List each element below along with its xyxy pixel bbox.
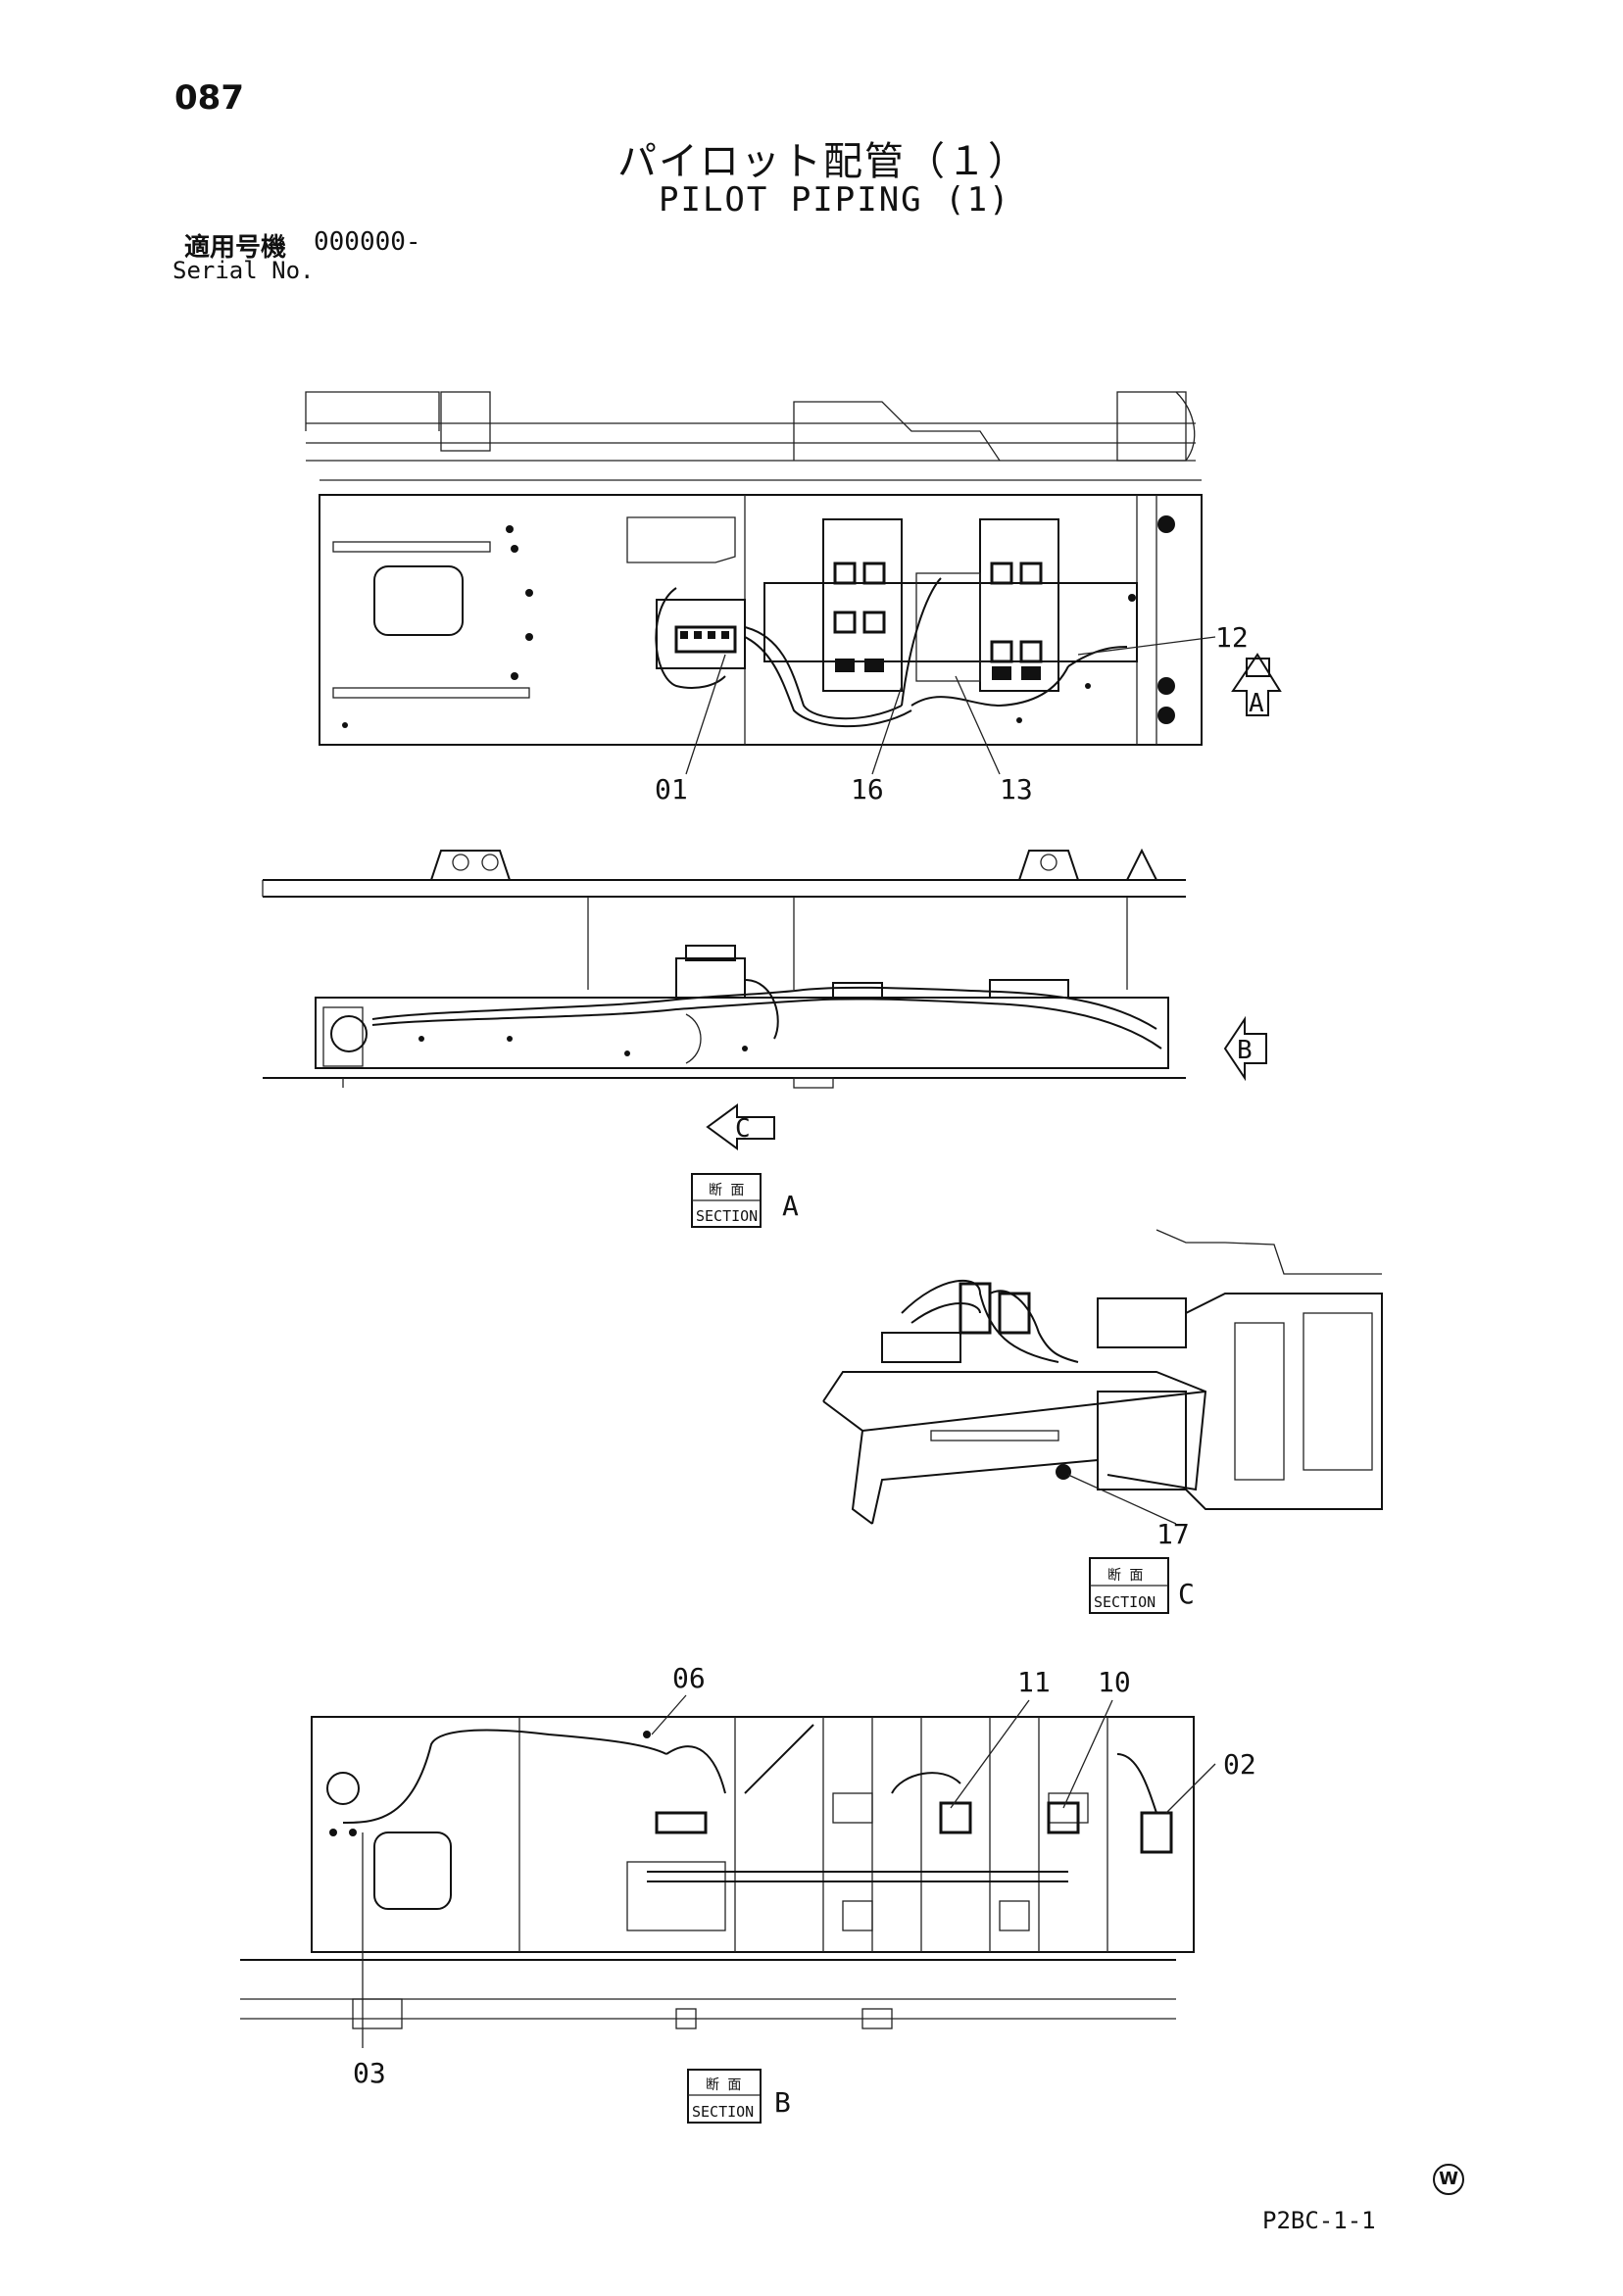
w-circle-mark: W	[1433, 2164, 1464, 2195]
callout-03: 03	[353, 2057, 386, 2089]
callout-16: 16	[851, 773, 884, 806]
section-a-label	[691, 1173, 762, 1228]
view-marker-b: B	[1237, 1036, 1253, 1065]
callout-10: 10	[1098, 1666, 1131, 1698]
section-b-en: SECTION	[692, 2103, 754, 2121]
callout-11: 11	[1017, 1666, 1051, 1698]
section-c-jp: 断 面	[1107, 1568, 1143, 1584]
view-marker-a: A	[1249, 689, 1264, 718]
view-marker-c: C	[735, 1114, 751, 1144]
top-view-drawing	[305, 391, 1216, 775]
serial-number-value: 000000-	[314, 227, 421, 257]
page-title-japanese: パイロット配管（１）	[617, 139, 1029, 184]
view-arrow-c	[706, 1103, 775, 1150]
callout-12: 12	[1215, 621, 1249, 654]
section-b-drawing	[240, 1694, 1216, 2048]
page-number: 087	[174, 78, 244, 118]
callout-17: 17	[1156, 1518, 1190, 1550]
section-c-en: SECTION	[1094, 1593, 1156, 1611]
callout-02: 02	[1223, 1748, 1256, 1781]
section-a-jp: 断 面	[709, 1183, 744, 1198]
drawing-code: P2BC-1-1	[1262, 2207, 1376, 2234]
section-b-letter: B	[774, 2086, 791, 2119]
section-a-en: SECTION	[696, 1207, 758, 1225]
view-arrow-b	[1223, 1015, 1267, 1082]
serial-label-japanese: 適用号機	[184, 233, 287, 263]
section-c-drawing	[822, 1229, 1383, 1525]
section-a-letter: A	[782, 1190, 799, 1222]
view-arrow-a	[1231, 653, 1282, 716]
callout-06: 06	[672, 1662, 706, 1694]
section-b-label	[687, 2069, 762, 2124]
section-c-letter: C	[1178, 1578, 1195, 1610]
callout-01: 01	[655, 773, 688, 806]
side-view-drawing	[262, 848, 1186, 1089]
section-b-jp: 断 面	[706, 2077, 741, 2093]
page-title-english: PILOT PIPING (1)	[659, 180, 1011, 220]
serial-label-english: Serial No.	[172, 257, 315, 284]
section-c-label	[1089, 1557, 1169, 1614]
callout-13: 13	[1000, 773, 1033, 806]
